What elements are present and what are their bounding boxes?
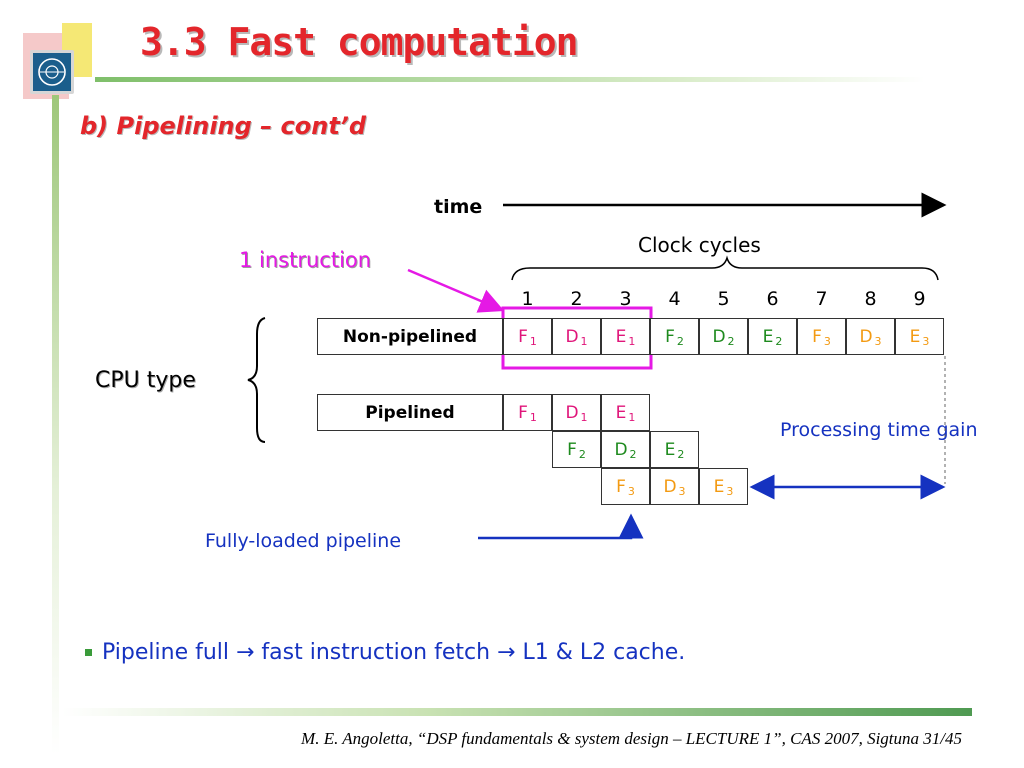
non-pipelined-header: Non-pipelined (317, 318, 503, 355)
stage-letter: E (615, 326, 627, 347)
stage-index: 1 (628, 335, 636, 348)
stage-index: 1 (529, 335, 537, 348)
stage-index: 2 (677, 448, 685, 461)
cycle-number: 1 (521, 288, 534, 310)
stage-index: 2 (727, 335, 735, 348)
cpu-type-brace (247, 317, 266, 443)
stage-index: 1 (580, 411, 588, 424)
stage-index: 2 (775, 335, 783, 348)
stage-letter: F (567, 439, 577, 460)
bullet-item: Pipeline full → fast instruction fetch →… (85, 640, 685, 665)
stage-index: 2 (676, 335, 684, 348)
bullet-text: Pipeline full → fast instruction fetch →… (102, 640, 686, 665)
stage-index: 3 (678, 485, 686, 498)
slide-footer: M. E. Angoletta, “DSP fundamentals & sys… (301, 729, 962, 748)
stage-index: 3 (922, 335, 930, 348)
stage-index: 2 (578, 448, 586, 461)
stage-letter: E (909, 326, 921, 347)
cpu-type-label: CPU type (95, 368, 196, 393)
decorative-vertical-bar (52, 95, 59, 755)
fully-loaded-pipeline-label: Fully-loaded pipeline (205, 530, 402, 552)
stage-letter: F (812, 326, 822, 347)
decorative-bottom-rule (62, 708, 972, 716)
stage-index: 2 (629, 448, 637, 461)
slide-subtitle: b) Pipelining – cont’d (80, 112, 367, 140)
stage-letter: E (762, 326, 774, 347)
cern-logo-icon (38, 58, 66, 86)
cycle-number: 9 (913, 288, 926, 310)
cycle-number: 5 (717, 288, 730, 310)
stage-letter: D (565, 402, 579, 423)
pipelined-header: Pipelined (317, 394, 503, 431)
stage-letter: F (518, 402, 528, 423)
cycle-number: 8 (864, 288, 877, 310)
slide-title: 3.3 Fast computation (140, 20, 579, 64)
stage-index: 1 (580, 335, 588, 348)
one-instruction-arrow (407, 268, 505, 313)
time-label: time (434, 196, 483, 218)
stage-letter: E (713, 476, 725, 497)
processing-time-gain-label: Processing time gain (780, 419, 978, 441)
clock-cycles-brace (511, 255, 939, 281)
stage-letter: D (712, 326, 726, 347)
stage-letter: D (663, 476, 677, 497)
stage-letter: D (614, 439, 628, 460)
stage-letter: F (616, 476, 626, 497)
stage-letter: E (615, 402, 627, 423)
decorative-top-rule (95, 77, 925, 82)
stage-index: 1 (628, 411, 636, 424)
fully-loaded-arrow (478, 513, 644, 540)
cern-logo (30, 50, 74, 94)
stage-index: 3 (627, 485, 635, 498)
cycle-number: 3 (619, 288, 632, 310)
stage-index: 3 (823, 335, 831, 348)
cycle-number: 2 (570, 288, 583, 310)
stage-letter: F (665, 326, 675, 347)
clock-cycles-label: Clock cycles (638, 233, 761, 257)
one-instruction-label: 1 instruction (239, 248, 372, 272)
stage-letter: D (565, 326, 579, 347)
stage-letter: D (859, 326, 873, 347)
stage-index: 1 (529, 411, 537, 424)
stage-index: 3 (726, 485, 734, 498)
bullet-square-icon (85, 649, 92, 656)
cycle-number: 6 (766, 288, 779, 310)
cycle-number: 7 (815, 288, 828, 310)
stage-index: 3 (874, 335, 882, 348)
stage-letter: E (664, 439, 676, 460)
stage-letter: F (518, 326, 528, 347)
cycle-number: 4 (668, 288, 681, 310)
